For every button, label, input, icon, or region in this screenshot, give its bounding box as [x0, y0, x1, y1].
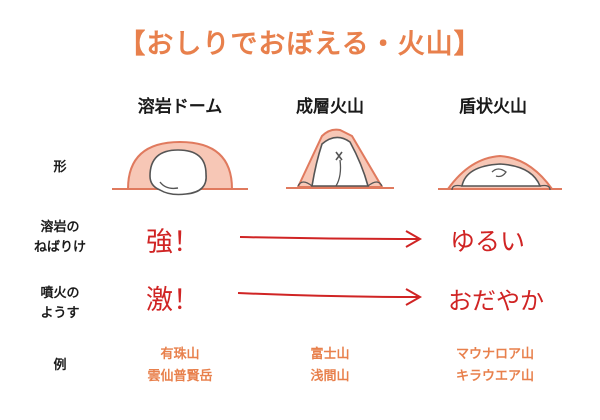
- example-item: マウナロア山: [455, 347, 534, 362]
- example-item: 富士山: [310, 347, 350, 362]
- eruption-violent-label: 激！: [146, 285, 200, 316]
- row-label-eruption-line1: 噴火の: [40, 286, 80, 301]
- row-label-eruption-line2: ようす: [40, 306, 80, 321]
- example-item: キラウエア山: [455, 369, 534, 384]
- column-header-lava-dome: 溶岩ドーム: [137, 97, 223, 117]
- eruption-calm-label: おだやか: [448, 287, 544, 315]
- row-label-viscosity-line1: 溶岩の: [40, 220, 80, 235]
- stratovolcano-illustration: [286, 128, 394, 189]
- arrow-eruption: [237, 288, 423, 306]
- example-item: 有珠山: [160, 347, 200, 362]
- examples-lava-dome: 有珠山 雲仙普賢岳: [95, 344, 265, 388]
- page-title: 【おしりでおぼえる・火山】: [118, 29, 482, 60]
- column-header-stratovolcano: 成層火山: [296, 97, 364, 117]
- row-label-viscosity: 溶岩の ねばりけ: [15, 218, 105, 258]
- row-label-shape: 形: [53, 160, 67, 175]
- row-label-example: 例: [53, 358, 67, 373]
- column-header-shield-volcano: 盾状火山: [459, 97, 527, 117]
- example-item: 雲仙普賢岳: [147, 369, 213, 384]
- row-label-eruption: 噴火の ようす: [15, 284, 105, 324]
- viscosity-strong-label: 強！: [146, 227, 200, 258]
- examples-stratovolcano: 富士山 浅間山: [245, 344, 415, 388]
- shield-volcano-illustration: [438, 154, 562, 191]
- row-label-viscosity-line2: ねばりけ: [33, 240, 86, 255]
- viscosity-weak-label: ゆるい: [450, 227, 526, 256]
- lava-dome-illustration: [112, 140, 248, 196]
- examples-shield-volcano: マウナロア山 キラウエア山: [410, 344, 580, 388]
- example-item: 浅間山: [310, 369, 350, 384]
- arrow-viscosity: [239, 230, 423, 248]
